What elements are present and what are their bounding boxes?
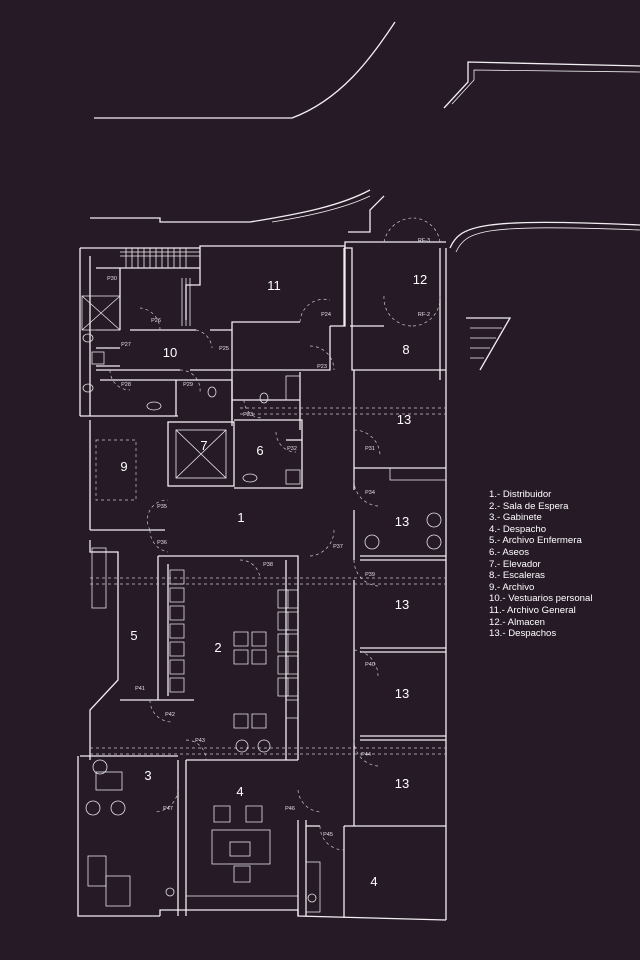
door-tag: P42 (165, 712, 175, 718)
door-tag: P31 (365, 446, 375, 452)
legend-item: 7.- Elevador (489, 558, 541, 570)
door-swings (109, 217, 441, 851)
room-label: 1 (237, 510, 244, 525)
door-tag: P43 (195, 738, 205, 744)
door-tag: P30 (107, 276, 117, 282)
furniture (81, 295, 447, 913)
room-label: 13 (395, 597, 409, 612)
legend-item: 9.- Archivo (489, 581, 535, 593)
room-label: 4 (370, 874, 377, 889)
legend-item: 5.- Archivo Enfermera (489, 535, 582, 547)
room-label: 11 (267, 278, 281, 293)
room-label: 6 (256, 443, 263, 458)
door-tag: P28 (121, 382, 131, 388)
door-tag: P38 (263, 562, 273, 568)
legend-item: 1.- Distribuidor (489, 489, 552, 500)
legend-item: 11.- Archivo General (489, 604, 576, 616)
door-tag: P41 (135, 686, 145, 692)
door-tag: RF-3 (418, 238, 430, 244)
door-tag: P32 (287, 446, 297, 452)
door-tag: P25 (219, 346, 229, 352)
door-tag: P26 (151, 318, 161, 324)
legend-item: 4.- Despacho (489, 523, 547, 535)
room-legend: 1.- Distribuidor 2.- Sala de Espera 3.- … (489, 489, 592, 640)
door-tag: P44 (361, 752, 371, 758)
room-label: 10 (163, 345, 177, 360)
room-label: 13 (397, 412, 411, 427)
legend-item: 8.- Escaleras (489, 570, 545, 582)
legend-item: 10.- Vestuarios personal (489, 593, 593, 605)
room-labels: 1 2 3 4 4 5 6 7 8 9 10 11 12 13 13 13 13… (120, 272, 427, 889)
door-tag: P45 (323, 832, 333, 838)
room-label: 13 (395, 514, 409, 529)
room-label: 8 (402, 342, 409, 357)
door-tag: P23 (317, 364, 327, 370)
building-walls (77, 241, 512, 921)
door-tag: P27 (121, 342, 131, 348)
room-label: 12 (413, 272, 427, 287)
legend-item: 2.- Sala de Espera (489, 500, 569, 512)
legend-item: 3.- Gabinete (489, 512, 542, 524)
legend-item: 12.- Almacen (489, 616, 545, 628)
door-tag: P39 (365, 572, 375, 578)
door-tag: P40 (365, 662, 375, 668)
door-tag: P47 (163, 806, 173, 812)
door-tags: RF-3 RF-2 P30 P26 P27 P25 P24 P28 P29 P2… (107, 238, 430, 838)
room-label: 9 (120, 459, 127, 474)
room-label: 13 (395, 776, 409, 791)
door-tag: P33 (243, 412, 253, 418)
room-label: 7 (200, 438, 207, 453)
door-tag: P46 (285, 806, 295, 812)
room-label: 2 (214, 640, 221, 655)
site-outline (90, 21, 640, 253)
door-tag: P29 (183, 382, 193, 388)
door-tag: P24 (321, 312, 331, 318)
room-label: 5 (130, 628, 137, 643)
door-tag: P34 (365, 490, 375, 496)
door-tag: P36 (157, 540, 167, 546)
legend-item: 13.- Despachos (489, 628, 557, 640)
room-label: 3 (144, 768, 151, 783)
door-tag: P35 (157, 504, 167, 510)
room-label: 13 (395, 686, 409, 701)
section-lines (90, 407, 446, 755)
door-tag: RF-2 (418, 312, 430, 318)
legend-item: 6.- Aseos (489, 546, 529, 558)
door-tag: P37 (333, 544, 343, 550)
room-label: 4 (236, 784, 243, 799)
